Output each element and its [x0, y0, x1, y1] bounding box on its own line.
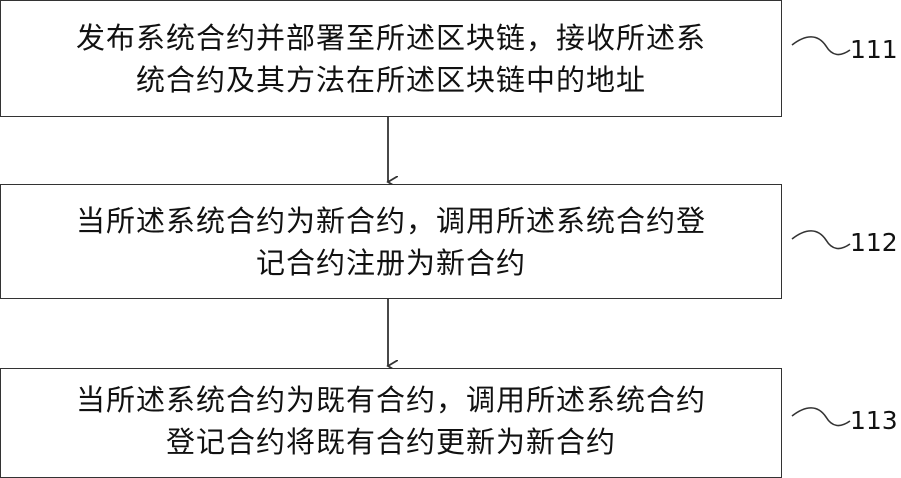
- step-ref-label-111: 111: [850, 35, 898, 64]
- step-111-line-2: 统合约及其方法在所述区块链中的地址: [135, 62, 646, 97]
- step-box-112: 当所述系统合约为新合约，调用所述系统合约登 记合约注册为新合约: [0, 184, 782, 299]
- step-112-line-1: 当所述系统合约为新合约，调用所述系统合约登: [75, 203, 706, 238]
- step-113-line-1: 当所述系统合约为既有合约，调用所述系统合约: [75, 383, 706, 417]
- step-box-113: 当所述系统合约为既有合约，调用所述系统合约 登记合约将既有合约更新为新合约: [0, 368, 782, 478]
- step-box-111: 发布系统合约并部署至所述区块链，接收所述系 统合约及其方法在所述区块链中的地址: [0, 0, 782, 117]
- leader-line-step-2: [791, 230, 851, 250]
- step-112-line-2: 记合约注册为新合约: [255, 245, 526, 280]
- step-111-line-1: 发布系统合约并部署至所述区块链，接收所述系: [75, 20, 706, 55]
- step-ref-label-112: 112: [850, 228, 898, 257]
- step-113-line-2: 登记合约将既有合约更新为新合约: [165, 425, 616, 459]
- leader-line-step-1: [791, 36, 851, 56]
- leader-line-step-3: [791, 407, 851, 427]
- step-ref-label-113: 113: [850, 406, 898, 435]
